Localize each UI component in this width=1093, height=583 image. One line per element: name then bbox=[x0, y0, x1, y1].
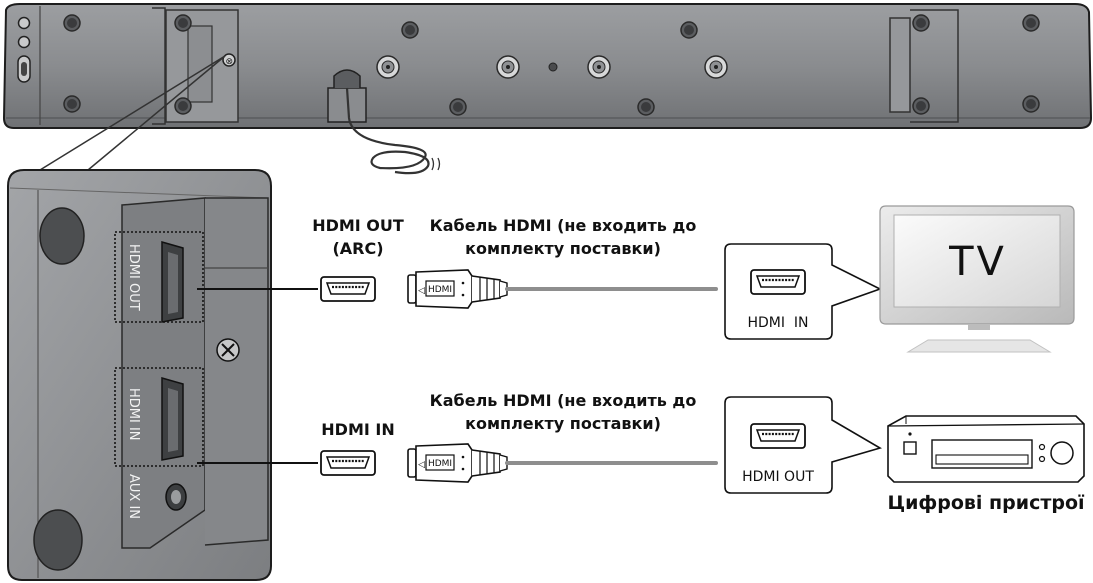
hdmi-out-arc-label: HDMI OUT bbox=[312, 216, 404, 235]
svg-text:◁: ◁ bbox=[418, 460, 425, 470]
zoomed-connector-panel: HDMI OUT HDMI IN AUX IN bbox=[7, 169, 272, 581]
tv-icon: TV bbox=[879, 205, 1075, 353]
hdmi-port-icon bbox=[319, 449, 377, 477]
panel-hdmi-out-label: HDMI OUT bbox=[126, 244, 141, 311]
plug-badge-top: HDMI bbox=[428, 285, 452, 295]
device-port-label: HDMI OUT bbox=[742, 469, 814, 485]
plug-badge-bottom: HDMI bbox=[428, 459, 452, 469]
dvd-player-icon bbox=[887, 415, 1085, 483]
cable-top-label-2: комплекту поставки) bbox=[465, 239, 661, 258]
svg-text:⊗: ⊗ bbox=[226, 57, 234, 67]
tv-port-callout: HDMI IN bbox=[724, 243, 883, 340]
panel-hdmi-in-label: HDMI IN bbox=[126, 388, 141, 441]
cable-bottom-label-1: Кабель HDMI (не входить до bbox=[430, 391, 697, 410]
hdmi-port-icon bbox=[319, 275, 377, 303]
soundbar-rear: ⊗ bbox=[2, 3, 1093, 175]
tv-port-label: HDMI IN bbox=[747, 315, 808, 331]
hdmi-out-arc-sub-label: (ARC) bbox=[332, 239, 383, 258]
hdmi-plug-icon: HDMI ◁ bbox=[407, 443, 508, 483]
aux-jack-icon bbox=[165, 483, 187, 511]
screw-icon bbox=[216, 338, 240, 362]
svg-text:◁: ◁ bbox=[418, 286, 425, 296]
device-port-callout: HDMI OUT bbox=[724, 396, 883, 494]
cable-top-label-1: Кабель HDMI (не входить до bbox=[430, 216, 697, 235]
tv-screen-label: TV bbox=[948, 239, 1007, 285]
digital-devices-label: Цифрові пристрої bbox=[887, 492, 1085, 514]
cable-bottom-label-2: комплекту поставки) bbox=[465, 414, 661, 433]
hdmi-plug-icon: HDMI ◁ bbox=[407, 269, 508, 309]
hdmi-in-label: HDMI IN bbox=[321, 420, 394, 439]
panel-hdmi-in-highlight bbox=[114, 367, 204, 467]
panel-aux-in-label: AUX IN bbox=[126, 474, 141, 519]
panel-hdmi-out-highlight bbox=[114, 231, 204, 323]
